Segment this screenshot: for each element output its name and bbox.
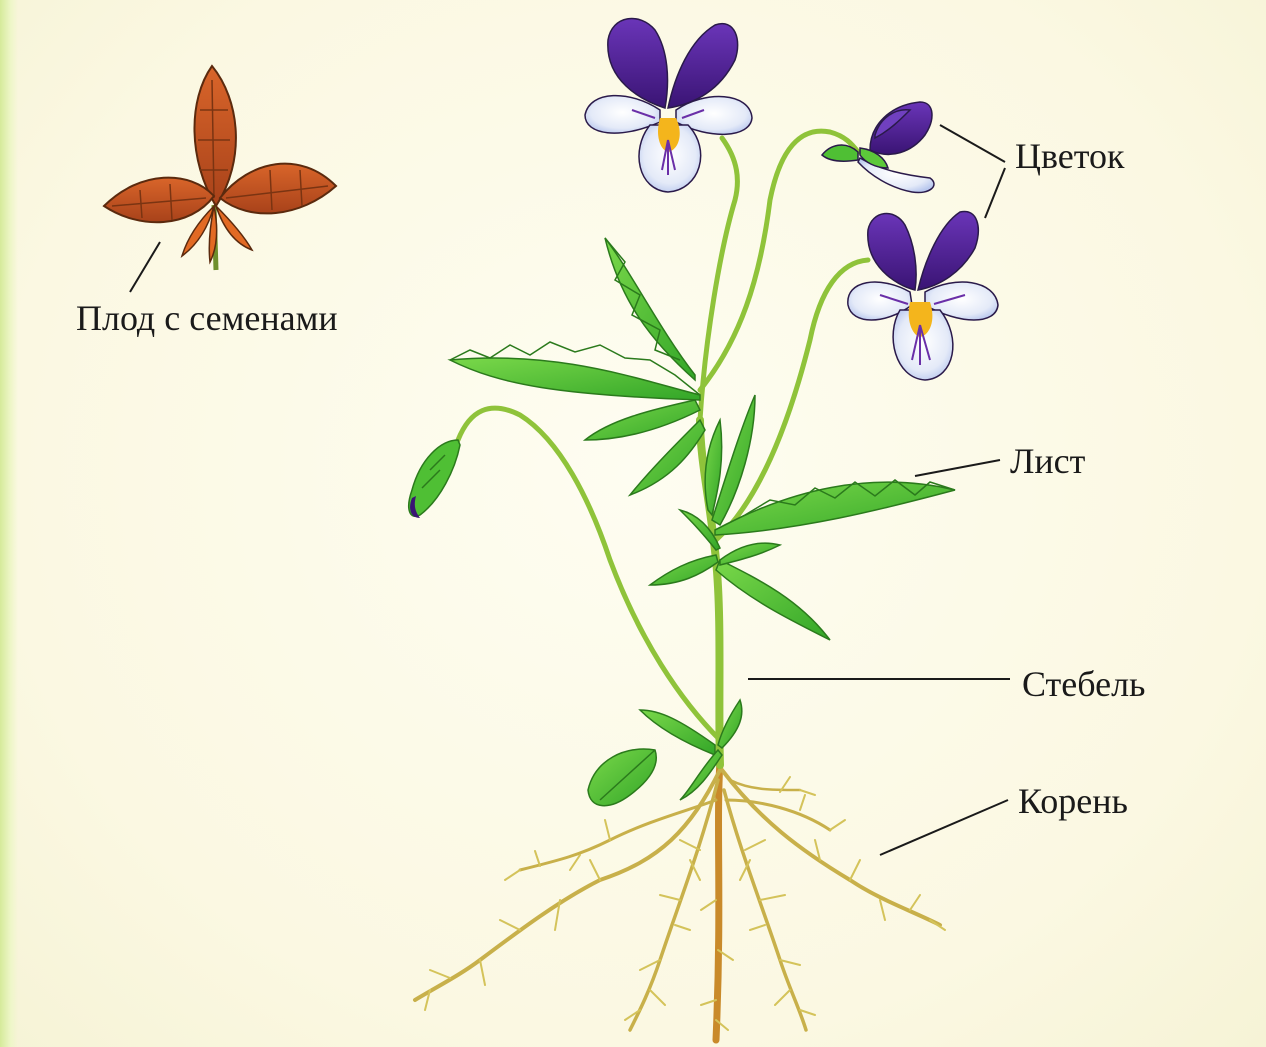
root-leader-line [880,800,1008,855]
top-flower [585,19,752,192]
fruit-with-seeds [104,66,336,270]
flower-leader-line-bottom [985,168,1005,218]
flower-leader-line-top [940,125,1005,162]
label-flower: Цветок [1015,138,1125,174]
stems [458,131,868,765]
left-bud [409,440,460,518]
roots [415,760,945,1040]
side-bud-flower [822,102,934,193]
label-fruit-with-seeds: Плод с семенами [76,300,338,336]
fruit-leader-line [130,242,160,292]
leaf-leader-line [915,460,1000,476]
right-flower [848,211,998,380]
label-stem: Стебель [1022,666,1145,702]
label-root: Корень [1018,783,1128,819]
label-leaf: Лист [1010,443,1085,479]
